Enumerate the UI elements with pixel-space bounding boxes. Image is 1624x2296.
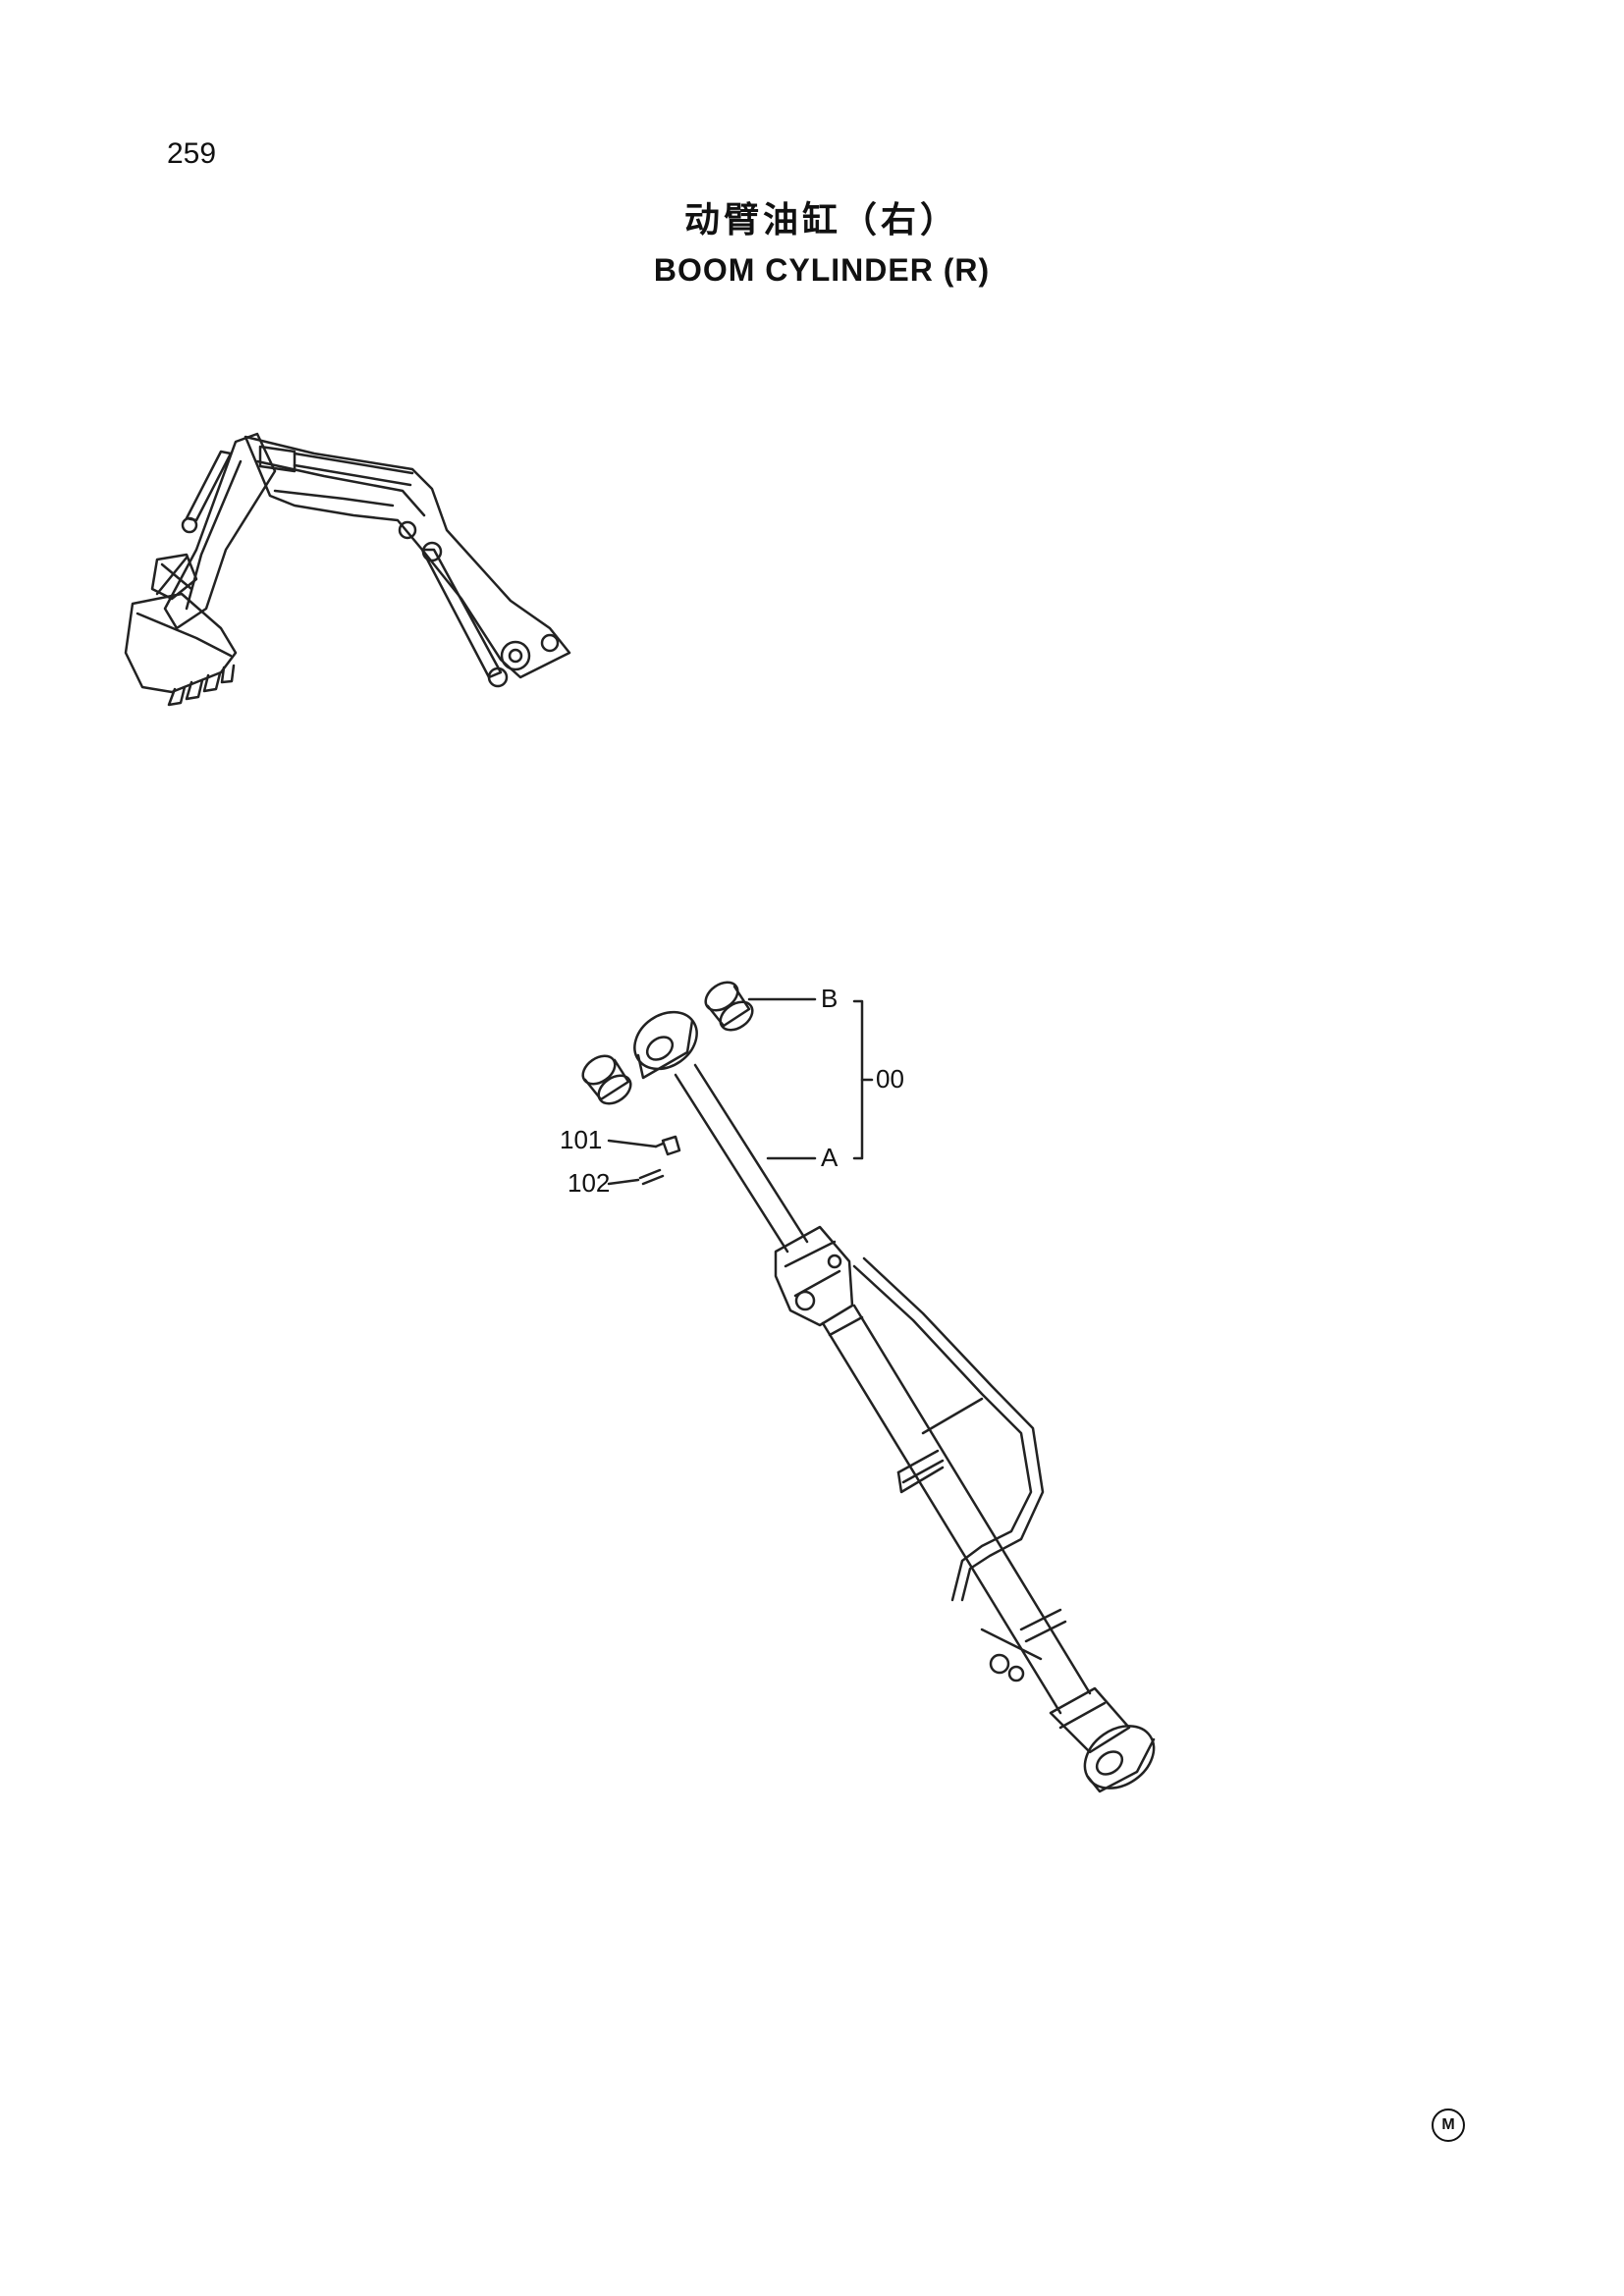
title-chinese: 动臂油缸（右） bbox=[683, 200, 959, 240]
circled-m-mark: M bbox=[1432, 2109, 1465, 2142]
excavator-front-attachment-illustration bbox=[124, 432, 571, 707]
callout-101: 101 bbox=[560, 1125, 602, 1154]
callout-b: B bbox=[821, 984, 838, 1013]
title-block: 动臂油缸（右） BOOM CYLINDER (R) bbox=[0, 191, 1624, 289]
callout-102: 102 bbox=[568, 1168, 610, 1198]
page-number: 259 bbox=[167, 137, 217, 170]
title-english: BOOM CYLINDER (R) bbox=[653, 252, 991, 288]
callout-group: 00 bbox=[876, 1064, 904, 1094]
callout-a: A bbox=[821, 1143, 839, 1172]
boom-cylinder-illustration bbox=[581, 981, 1156, 1793]
